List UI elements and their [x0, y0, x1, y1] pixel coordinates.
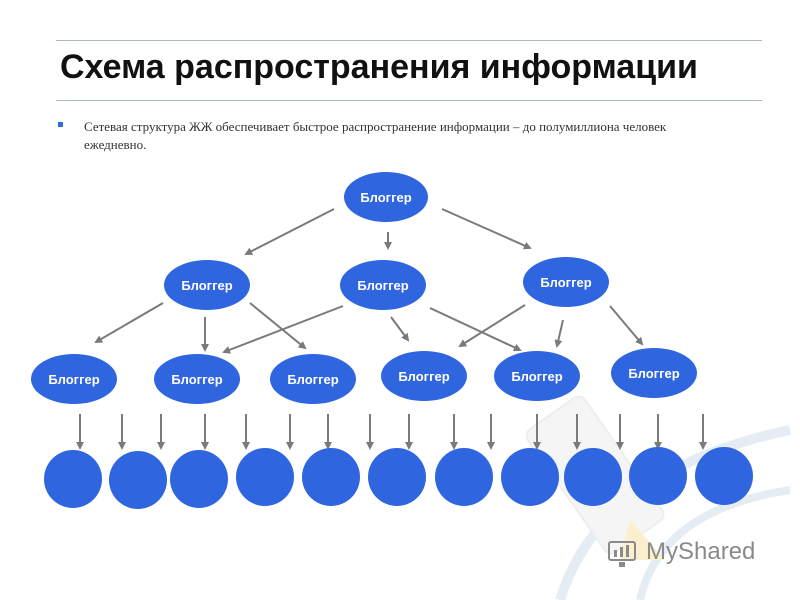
- reader-node: [236, 448, 294, 506]
- blogger-node-shape: [164, 260, 250, 310]
- arrow-connector: [441, 208, 532, 250]
- blogger-node-shape: [381, 351, 467, 401]
- blogger-node: Блоггер: [611, 348, 697, 398]
- blogger-node-shape: [494, 351, 580, 401]
- blogger-node-shape: [31, 354, 117, 404]
- blogger-node: Блоггер: [154, 354, 240, 404]
- reader-node: [170, 450, 228, 508]
- reader-node: [564, 448, 622, 506]
- blogger-node: Блоггер: [494, 351, 580, 401]
- blogger-node-label: Блоггер: [398, 369, 449, 384]
- blogger-node: Блоггер: [381, 351, 467, 401]
- blogger-node-shape: [340, 260, 426, 310]
- reader-node: [302, 448, 360, 506]
- bottom-rule: [56, 100, 762, 101]
- slide-body-text: Сетевая структура ЖЖ обеспечивает быстро…: [84, 119, 667, 152]
- arrow-connector: [609, 305, 644, 346]
- blogger-node-label: Блоггер: [511, 369, 562, 384]
- blogger-node-label: Блоггер: [628, 366, 679, 381]
- blogger-node-shape: [344, 172, 428, 222]
- arrow-connector: [249, 302, 307, 350]
- reader-node: [629, 447, 687, 505]
- reader-node: [435, 448, 493, 506]
- blogger-node: Блоггер: [31, 354, 117, 404]
- reader-node: [44, 450, 102, 508]
- blogger-node-label: Блоггер: [360, 190, 411, 205]
- watermark-text: MyShared: [646, 538, 756, 565]
- blogger-node-label: Блоггер: [171, 372, 222, 387]
- blogger-node-shape: [154, 354, 240, 404]
- blogger-node-label: Блоггер: [48, 372, 99, 387]
- slide-title: Схема распространения информации: [60, 48, 698, 86]
- reader-node: [695, 447, 753, 505]
- arrow-connector: [458, 304, 526, 348]
- reader-node: [501, 448, 559, 506]
- blogger-node-shape: [523, 257, 609, 307]
- blogger-node-label: Блоггер: [357, 278, 408, 293]
- reader-node: [109, 451, 167, 509]
- arrow-connector: [94, 302, 164, 344]
- arrow-connector: [244, 208, 335, 255]
- reader-node: [368, 448, 426, 506]
- arrow-connector: [390, 316, 410, 342]
- blogger-node-shape: [270, 354, 356, 404]
- blogger-node: Блоггер: [340, 260, 426, 310]
- blogger-node: Блоггер: [344, 172, 428, 222]
- watermark-logo: MyShared: [606, 536, 766, 570]
- blogger-node-label: Блоггер: [181, 278, 232, 293]
- blogger-node-label: Блоггер: [540, 275, 591, 290]
- chart-icon: [608, 541, 636, 567]
- arrow-connector: [429, 307, 522, 352]
- arrow-connector: [222, 305, 344, 354]
- blogger-node: Блоггер: [164, 260, 250, 310]
- blogger-node-shape: [611, 348, 697, 398]
- top-rule: [56, 40, 762, 41]
- bullet-marker: [58, 122, 63, 127]
- blogger-node-label: Блоггер: [287, 372, 338, 387]
- blogger-node: Блоггер: [523, 257, 609, 307]
- blogger-node: Блоггер: [270, 354, 356, 404]
- arrow-connector: [554, 319, 564, 348]
